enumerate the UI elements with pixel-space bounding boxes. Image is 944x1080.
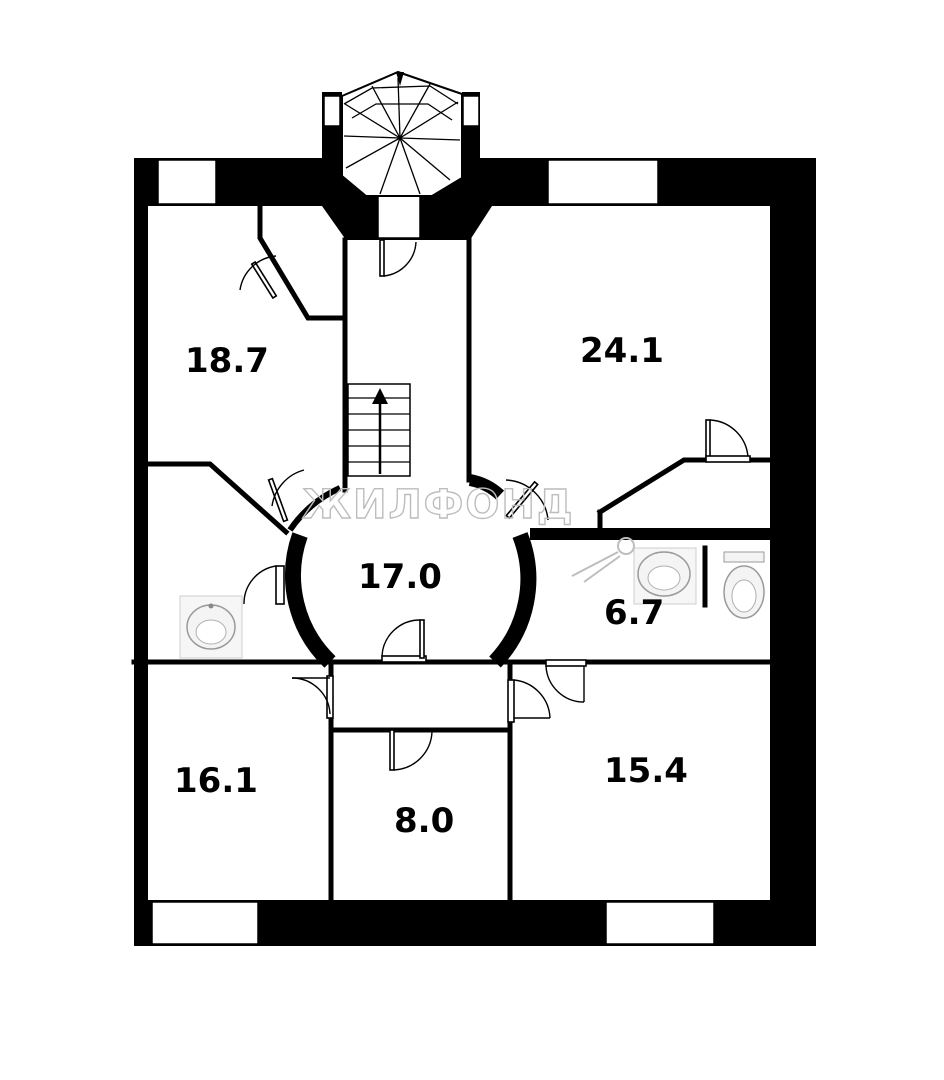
room-area-label: 24.1 <box>580 331 664 371</box>
room-area-label: 6.7 <box>604 593 664 633</box>
room-area-label: 8.0 <box>394 801 454 841</box>
windows <box>151 95 715 945</box>
watermark-text: ЖИЛФОНД <box>302 482 574 528</box>
sink-icon <box>633 547 697 605</box>
door-swing-icon <box>379 239 417 277</box>
door-swing-icon <box>389 729 433 771</box>
keys-icon <box>571 537 635 583</box>
door-swing-icon <box>705 419 751 463</box>
sink-icon <box>179 595 243 659</box>
staircase-arrow-icon <box>347 383 411 477</box>
door-swing-icon <box>545 659 587 703</box>
room-labels: 18.7 24.1 17.0 6.7 16.1 8.0 15.4 <box>174 331 688 841</box>
door-swing-icon <box>267 469 305 523</box>
door-swing-icon <box>291 675 334 719</box>
toilet-icon <box>723 551 765 619</box>
window-icon <box>605 901 715 945</box>
door-swing-icon <box>243 565 285 605</box>
room-area-label: 17.0 <box>358 557 442 597</box>
room-area-label: 18.7 <box>185 341 269 381</box>
window-icon <box>151 901 259 945</box>
room-area-label: 16.1 <box>174 761 258 801</box>
door-swing-icon <box>239 255 278 300</box>
spiral-staircase-icon <box>341 70 463 197</box>
window-icon <box>377 195 421 239</box>
doors <box>239 239 751 771</box>
room-area-label: 15.4 <box>604 751 688 791</box>
door-swing-icon <box>381 619 427 663</box>
window-icon <box>157 159 217 205</box>
door-swing-icon <box>505 479 549 521</box>
window-icon <box>547 159 659 205</box>
door-swing-icon <box>507 679 551 723</box>
window-icon <box>462 95 480 127</box>
interior-walls <box>131 203 773 903</box>
window-icon <box>323 95 341 127</box>
